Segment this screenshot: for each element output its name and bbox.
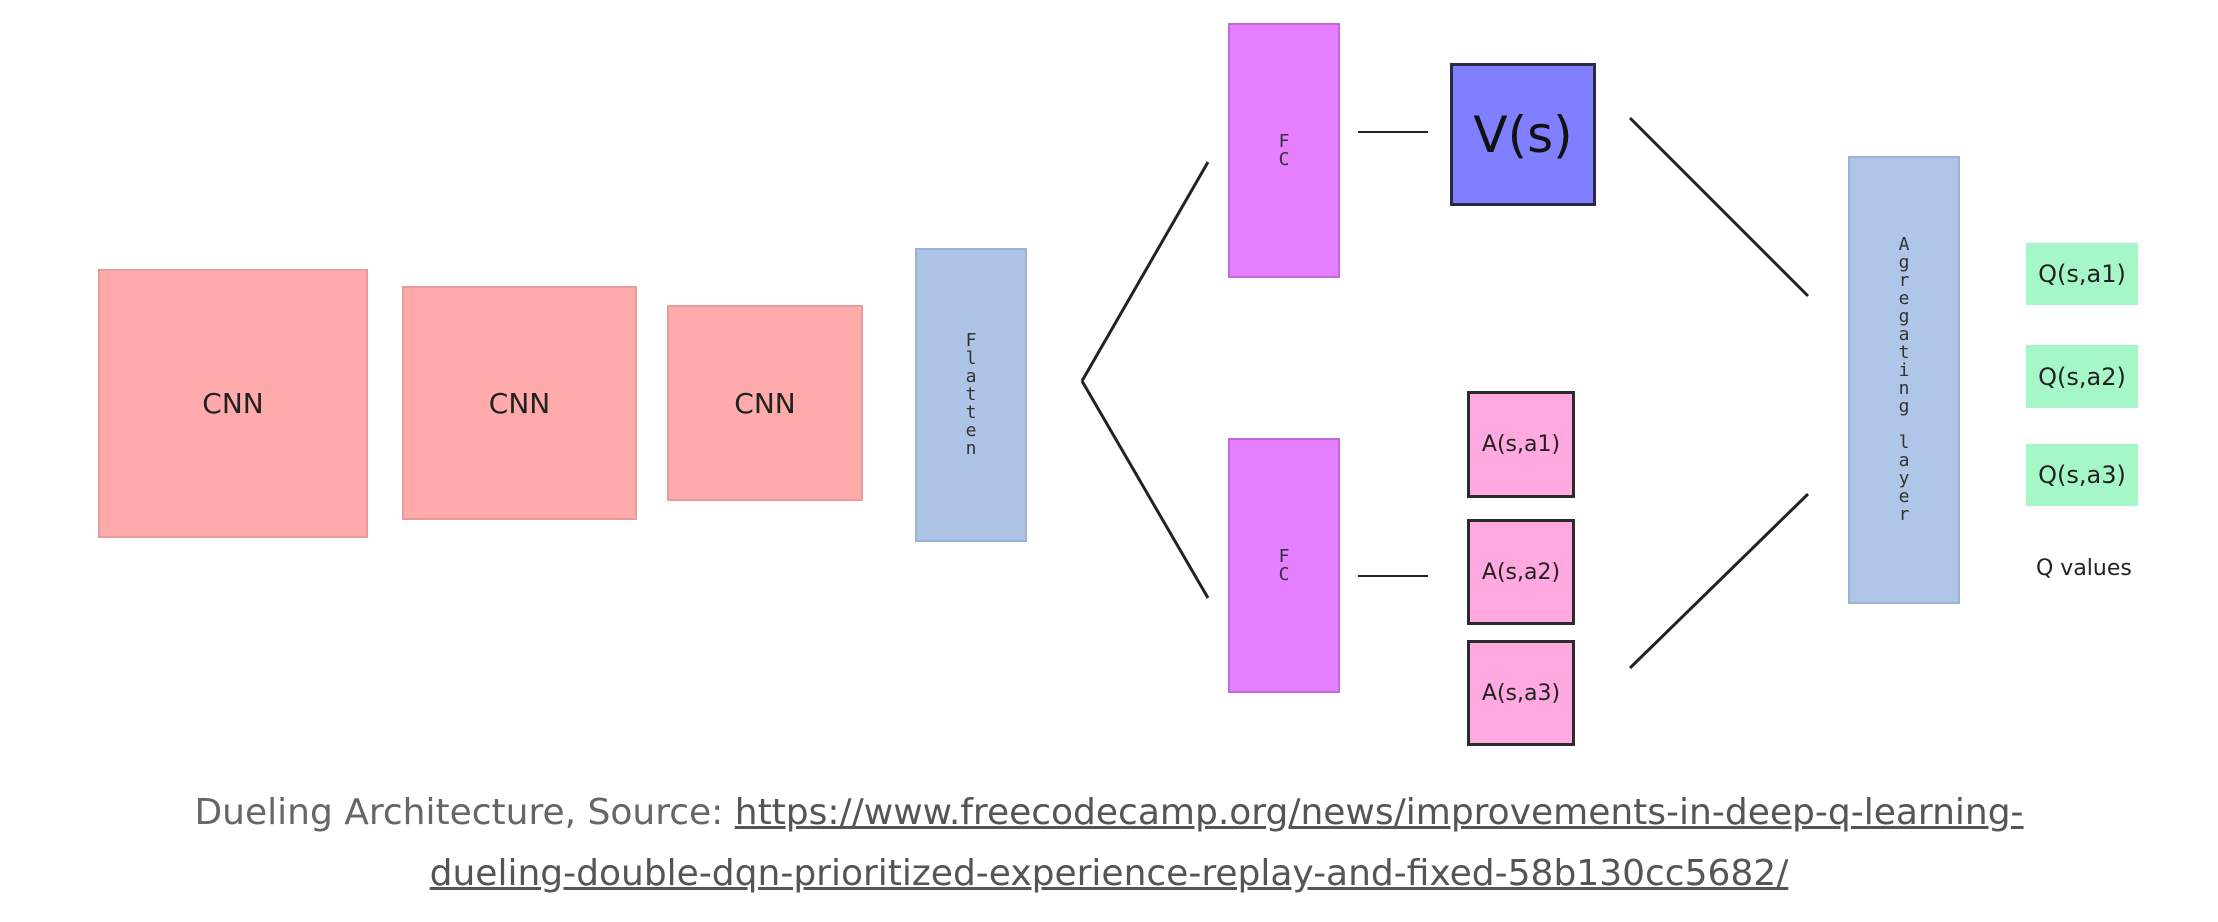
source-link-line-2: dueling-double-dqn-prioritized-experienc…: [429, 853, 1789, 894]
advantage-box-a1: A(s,a1): [1467, 391, 1575, 498]
advantage-label-a2: A(s,a2): [1481, 559, 1561, 585]
vertical-label-char: g: [1898, 306, 1910, 327]
vertical-label-char: e: [1898, 288, 1910, 309]
advantage-label-a3: A(s,a3): [1481, 680, 1561, 706]
q-value-a3-label: Q(s,a3): [2038, 461, 2126, 489]
vertical-label-char: g: [1898, 252, 1910, 273]
advantage-box-a2: A(s,a2): [1467, 519, 1575, 625]
vertical-label-char: t: [965, 402, 977, 423]
vertical-label-char: a: [965, 366, 977, 387]
vertical-label-char: t: [1898, 342, 1910, 363]
vertical-label-char: e: [965, 420, 977, 441]
caption-prefix: Dueling Architecture, Source:: [194, 792, 735, 833]
vertical-label-char: F: [965, 330, 977, 351]
vertical-label-char: l: [965, 348, 977, 369]
q-value-a2-label: Q(s,a2): [2038, 362, 2126, 391]
vertical-label-char: a: [1898, 450, 1910, 471]
q-values-label: Q values: [2036, 556, 2132, 581]
value-stream-box: V(s): [1450, 63, 1596, 206]
figure-caption: Dueling Architecture, Source: https://ww…: [0, 782, 2218, 904]
q-value-a1: Q(s,a1): [2026, 243, 2138, 305]
vertical-label-char: F: [1278, 130, 1290, 152]
split-line-upper: [1080, 161, 1210, 382]
q-value-a3: Q(s,a3): [2026, 444, 2138, 506]
cnn-layer-1-label: CNN: [202, 387, 264, 420]
cnn-layer-3-label: CNN: [734, 386, 796, 420]
value-to-aggregating-line: [1628, 116, 1810, 298]
vertical-label-char: C: [1278, 148, 1290, 170]
vertical-label-char: n: [1898, 378, 1910, 399]
source-link[interactable]: https://www.freecodecamp.org/news/improv…: [430, 792, 2024, 894]
vertical-label-char: r: [1898, 504, 1910, 525]
vertical-label-char: l: [1898, 432, 1910, 453]
q-value-a1-label: Q(s,a1): [2038, 260, 2126, 288]
vertical-label-char: n: [965, 438, 977, 459]
cnn-layer-3: CNN: [667, 305, 863, 501]
advantage-to-aggregating-line: [1628, 492, 1810, 670]
value-stream-label: V(s): [1473, 105, 1573, 164]
source-link-line-1: https://www.freecodecamp.org/news/improv…: [734, 792, 2024, 833]
vertical-label-char: g: [1898, 396, 1910, 417]
vertical-label-char: y: [1898, 468, 1910, 489]
cnn-layer-2-label: CNN: [488, 386, 551, 420]
vertical-label-char: A: [1898, 234, 1910, 255]
vertical-label-char: r: [1898, 270, 1910, 291]
advantage-label-a1: A(s,a1): [1481, 432, 1561, 457]
vertical-label-char: F: [1278, 545, 1290, 567]
vertical-label-char: C: [1278, 563, 1290, 585]
vertical-label-char: a: [1898, 324, 1910, 345]
cnn-layer-1: CNN: [98, 269, 368, 538]
cnn-layer-2: CNN: [402, 286, 637, 520]
connector-lines: [1080, 116, 1810, 670]
q-value-a2: Q(s,a2): [2026, 345, 2138, 408]
vertical-label-char: t: [965, 384, 977, 405]
vertical-label-char: e: [1898, 486, 1910, 507]
advantage-box-a3: A(s,a3): [1467, 640, 1575, 746]
vertical-label-char: i: [1898, 360, 1910, 381]
split-line-lower: [1080, 380, 1210, 599]
